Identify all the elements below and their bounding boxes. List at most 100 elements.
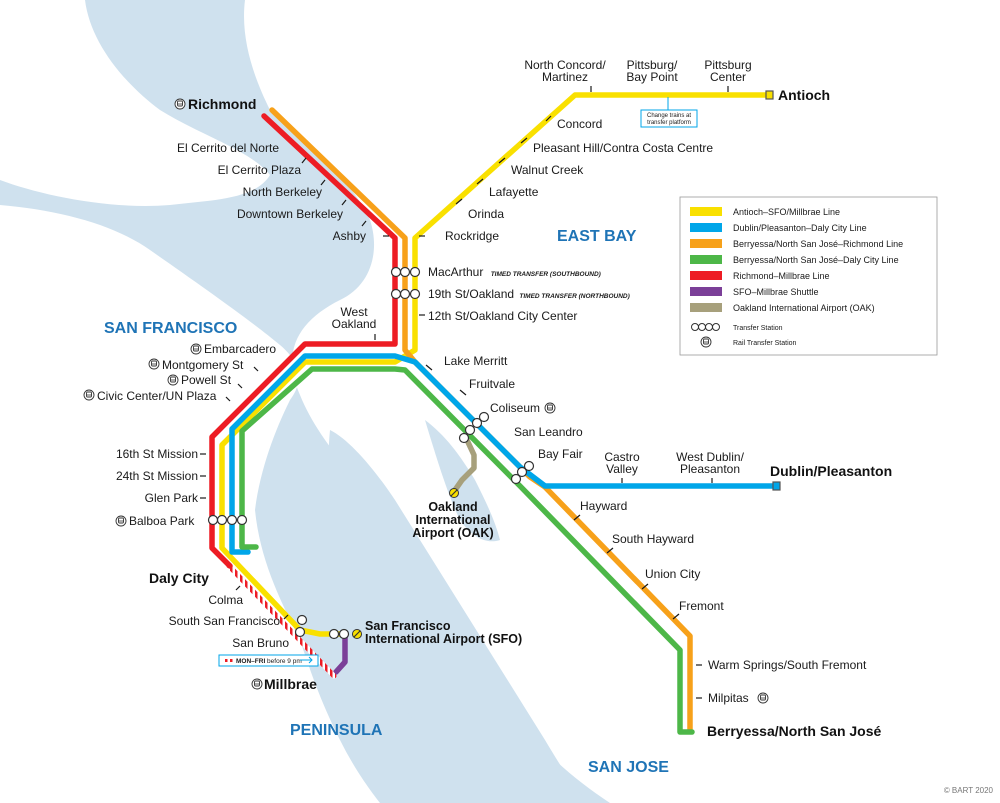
station-pittsburg-center[interactable]: Pittsburg [704,58,751,72]
station-orinda[interactable]: Orinda [468,207,504,221]
station-macarthur-name: MacArthur [428,265,483,279]
legend-rail-icon [700,336,712,348]
station-coliseum[interactable]: Coliseum [490,401,540,415]
station-sfo[interactable]: San Francisco [365,619,451,633]
line-purple [333,633,348,675]
terminal-berryessa[interactable]: Berryessa/North San José [707,723,882,739]
station-north-concord[interactable]: Martinez [542,70,588,84]
rail-transfer-icon [167,374,179,386]
terminal-richmond[interactable]: Richmond [188,96,256,112]
legend: Antioch–SFO/Millbrae LineDublin/Pleasant… [679,196,938,356]
station-castro-valley[interactable]: Valley [606,462,638,476]
airport-icon-sfo [352,629,362,639]
macarthur-transfer-note: TIMED TRANSFER (SOUTHBOUND) [491,271,601,278]
line-oak [452,437,477,493]
terminal-dublin[interactable]: Dublin/Pleasanton [770,463,892,479]
legend-line-label: Berryessa/North San José–Richmond Line [733,239,903,249]
station-north-berkeley[interactable]: North Berkeley [243,185,322,199]
rail-transfer-icon [251,678,263,690]
station-lafayette[interactable]: Lafayette [489,185,539,199]
station-el-cerrito-plaza[interactable]: El Cerrito Plaza [218,163,302,177]
east-bay-land [244,0,1000,803]
station-rockridge[interactable]: Rockridge [445,229,499,243]
legend-swatch [690,239,722,248]
terminal-antioch[interactable]: Antioch [778,87,830,103]
rail-transfer-icon [83,389,95,401]
station-south-sf[interactable]: South San Francisco [169,614,281,628]
legend-swatch [690,223,722,232]
station-colma[interactable]: Colma [208,593,243,607]
terminal-daly-city[interactable]: Daly City [149,570,209,586]
region-east-bay: EAST BAY [557,228,637,245]
station-montgomery[interactable]: Montgomery St [162,358,244,372]
legend-swatch [690,255,722,264]
station-pleasant-hill[interactable]: Pleasant Hill/Contra Costa Centre [533,141,713,155]
transfer-stations [207,90,781,640]
station-castro-valley[interactable]: Castro [604,450,640,464]
station-downtown-berkeley[interactable]: Downtown Berkeley [237,207,343,221]
rail-transfer-icon [190,343,202,355]
rail-transfer-icon [174,98,186,110]
station-bay-fair[interactable]: Bay Fair [538,447,583,461]
station-powell[interactable]: Powell St [181,373,232,387]
station-north-concord[interactable]: North Concord/ [524,58,606,72]
station-24th-st[interactable]: 24th St Mission [116,469,198,483]
station-el-cerrito-del-norte[interactable]: El Cerrito del Norte [177,141,279,155]
platform-note-line2: transfer platform [647,120,691,126]
station-civic-center[interactable]: Civic Center/UN Plaza [97,389,217,403]
station-san-bruno[interactable]: San Bruno [232,636,289,650]
station-san-leandro[interactable]: San Leandro [514,425,583,439]
station-milpitas[interactable]: Milpitas [708,691,749,705]
legend-line-label: Richmond–Millbrae Line [733,271,830,281]
legend-transfer-station: Transfer Station [733,325,783,332]
station-warm-springs[interactable]: Warm Springs/South Fremont [708,658,867,672]
station-oak-airport[interactable]: International [415,513,490,527]
station-19th-st[interactable]: 19th St/Oakland TIMED TRANSFER (NORTHBOU… [428,287,630,301]
station-walnut-creek[interactable]: Walnut Creek [511,163,584,177]
station-ashby[interactable]: Ashby [333,229,366,243]
station-macarthur[interactable]: MacArthur TIMED TRANSFER (SOUTHBOUND) [428,265,601,279]
station-embarcadero[interactable]: Embarcadero [204,342,276,356]
station-16th-st[interactable]: 16th St Mission [116,447,198,461]
region-san-francisco: SAN FRANCISCO [104,320,237,337]
station-oak-airport[interactable]: Oakland [428,500,477,514]
19th-st-transfer-note: TIMED TRANSFER (NORTHBOUND) [519,293,629,300]
station-union-city[interactable]: Union City [645,567,700,581]
station-west-dublin[interactable]: Pleasanton [680,462,740,476]
san-francisco-land [0,205,380,803]
platform-note-line1: Change trains at [647,113,691,119]
line-blue [229,353,779,555]
station-19th-st-name: 19th St/Oakland [428,287,514,301]
station-concord[interactable]: Concord [557,117,602,131]
legend-line-label: Dublin/Pleasanton–Daly City Line [733,223,867,233]
terminal-millbrae[interactable]: Millbrae [264,676,317,692]
station-pittsburg-bay-point[interactable]: Bay Point [626,70,678,84]
station-fremont[interactable]: Fremont [679,599,724,613]
station-hayward[interactable]: Hayward [580,499,627,513]
line-red [209,113,398,569]
station-glen-park[interactable]: Glen Park [145,491,199,505]
station-oak-airport[interactable]: Airport (OAK) [412,526,493,540]
rail-transfer-icon [544,402,556,414]
station-south-hayward[interactable]: South Hayward [612,532,694,546]
station-pittsburg-bay-point[interactable]: Pittsburg/ [627,58,678,72]
station-west-oakland[interactable]: West [340,305,368,319]
station-fruitvale[interactable]: Fruitvale [469,377,515,391]
legend-line-label: Berryessa/North San José–Daly City Line [733,255,899,265]
rail-transfer-icon [115,515,127,527]
station-pittsburg-center[interactable]: Center [710,70,746,84]
legend-line-label: SFO–Millbrae Shuttle [733,287,819,297]
legend-rail-transfer: Rail Transfer Station [733,340,797,347]
station-12th-st[interactable]: 12th St/Oakland City Center [428,309,577,323]
station-lake-merritt[interactable]: Lake Merritt [444,354,508,368]
station-balboa-park[interactable]: Balboa Park [129,514,195,528]
marin-land [0,0,270,206]
station-west-oakland[interactable]: Oakland [332,317,377,331]
legend-line-label: Oakland International Airport (OAK) [733,303,875,313]
line-green [239,366,695,735]
region-san-jose: SAN JOSE [588,759,669,776]
station-sfo[interactable]: International Airport (SFO) [365,632,522,646]
legend-swatch [690,287,722,296]
station-west-dublin[interactable]: West Dublin/ [676,450,744,464]
